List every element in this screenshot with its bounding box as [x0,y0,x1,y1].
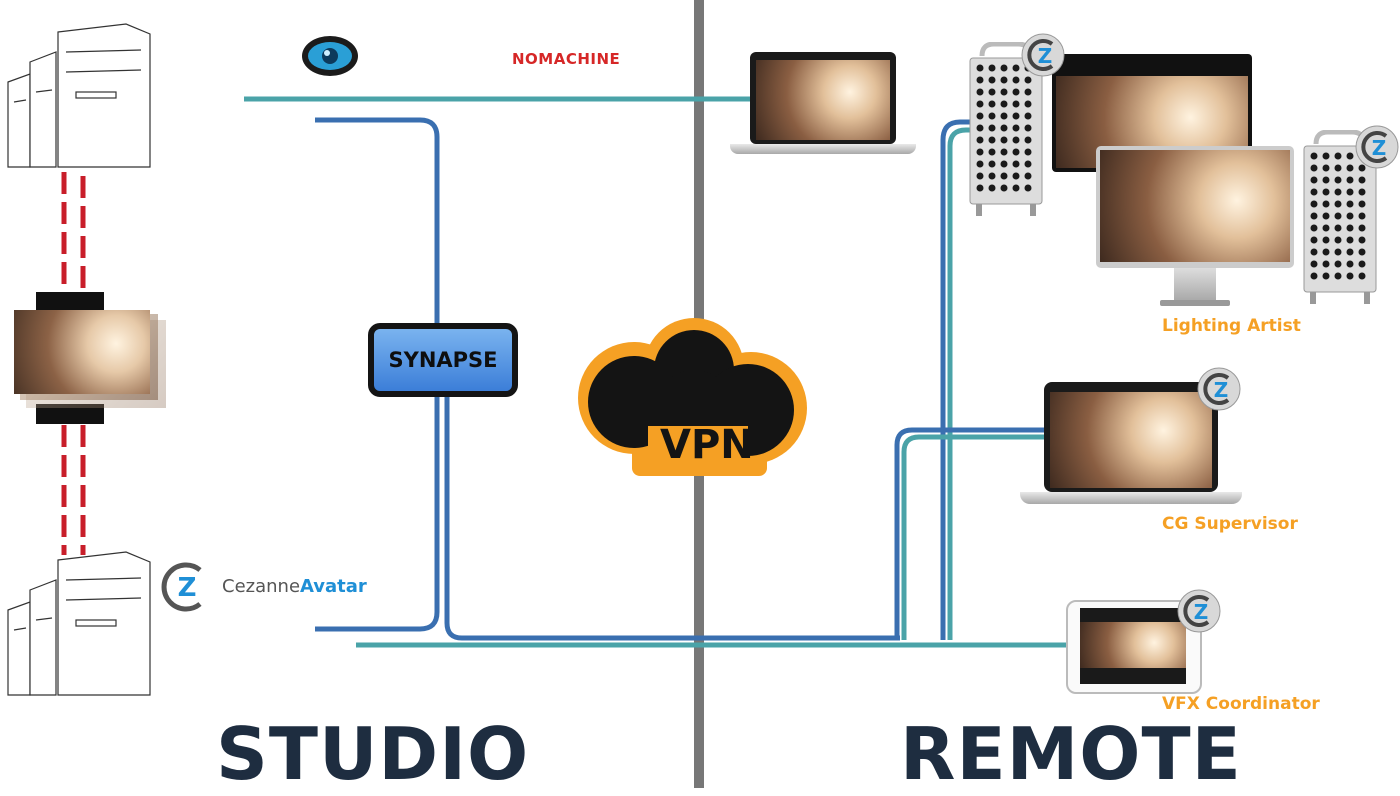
cezanne-badge-icon-tablet: Z [1177,589,1221,633]
synapse-node: SYNAPSE [368,323,518,397]
cezanne-avatar-wordmark: CezanneAvatar [222,576,367,597]
cezanne-badge-icon-mac2: Z [1355,125,1399,169]
svg-text:Z: Z [178,573,197,603]
svg-text:Z: Z [1372,136,1387,160]
role-lighting-artist: Lighting Artist [1162,316,1301,336]
remote-laptop-supervisor [1020,382,1242,506]
role-vfx-coordinator: VFX Coordinator [1162,694,1320,714]
studio-workstation-bottom [7,551,151,696]
svg-text:Z: Z [1194,600,1209,624]
svg-text:Z: Z [1214,378,1229,402]
remote-bus-line-blue [444,397,900,641]
studio-workstation-top [7,23,151,168]
cezanne-badge-icon-mac: Z [1021,33,1065,77]
vpn-label: VPN [660,422,754,468]
eye-logo-icon [302,36,358,76]
vpn-cloud-icon [578,318,807,476]
lighting-riser-teal [947,127,972,640]
cezanne-logo-icon: Z [161,562,202,612]
lighting-monitor-front [1096,146,1294,308]
mac-pro-tower-icon [969,42,1043,216]
role-cg-supervisor: CG Supervisor [1162,514,1298,534]
mac-pro-tower-icon-2 [1303,130,1377,304]
supervisor-riser-blue [894,427,1048,640]
red-dashed-links [61,172,86,555]
storage-image-stack [14,292,166,424]
cezanne-badge-icon-laptop: Z [1197,367,1241,411]
nomachine-logo: NOMACHINE [512,50,621,68]
lighting-riser-blue [940,119,972,640]
supervisor-riser-teal [901,434,1048,640]
remote-laptop-nomachine [730,52,916,156]
svg-text:Z: Z [1038,44,1053,68]
section-title-studio: STUDIO [216,712,530,796]
section-title-remote: REMOTE [900,712,1242,796]
